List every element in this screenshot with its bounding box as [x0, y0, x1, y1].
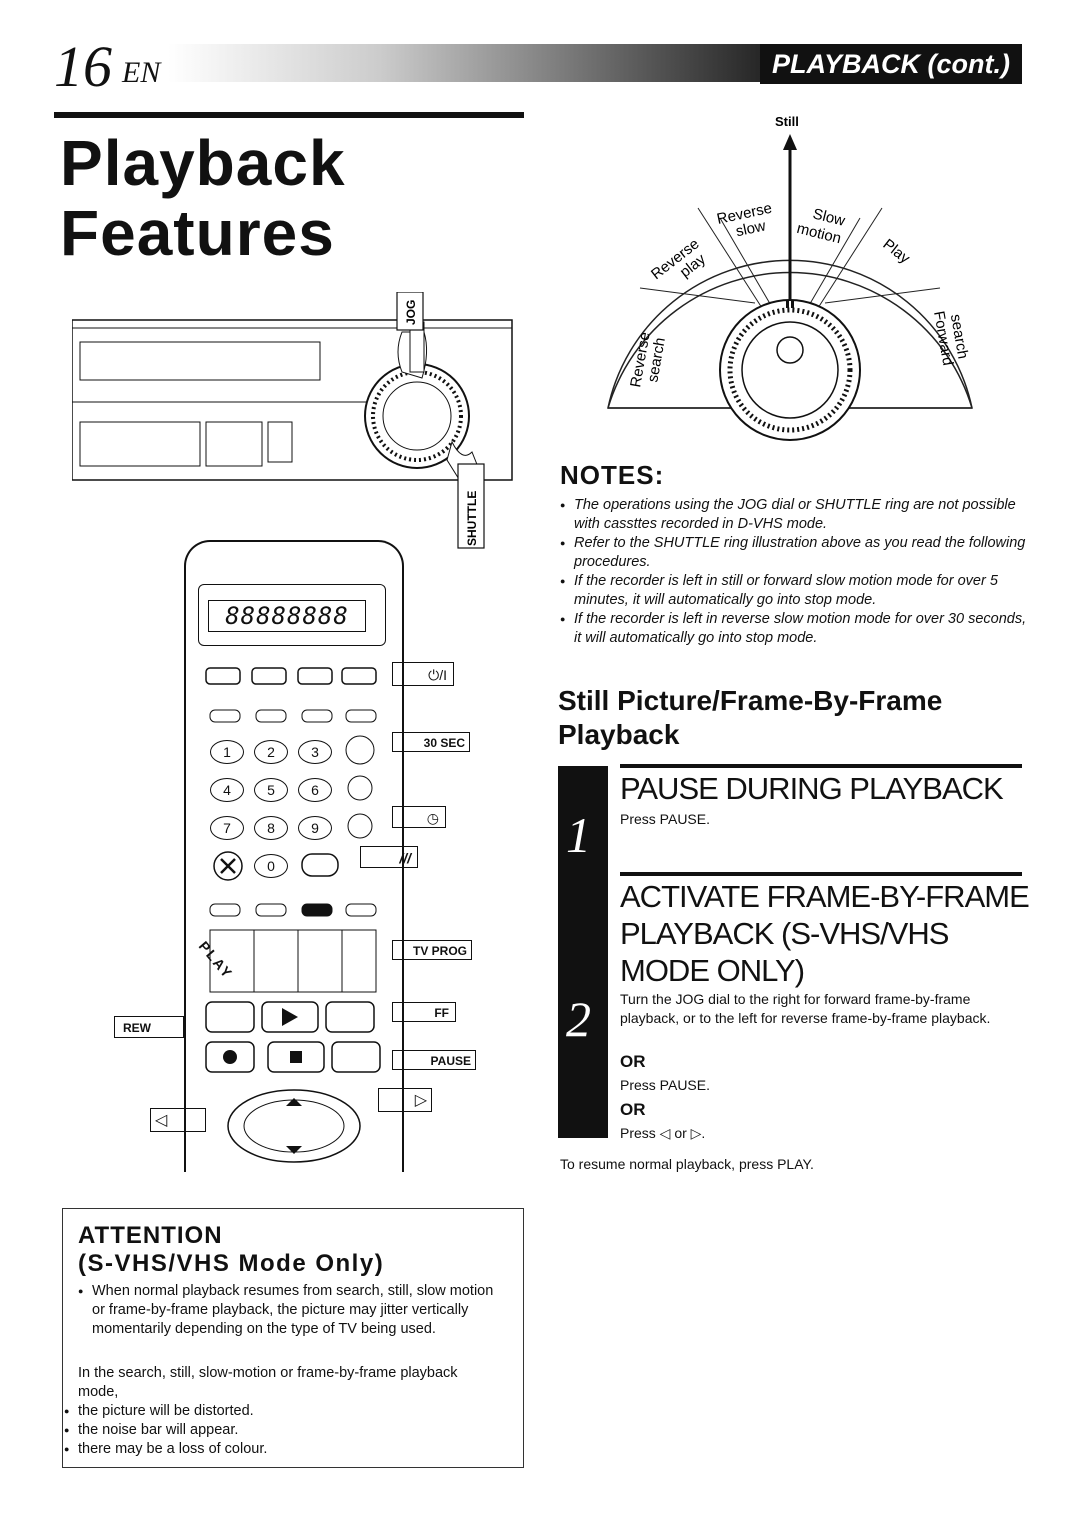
remote-button-art [205, 667, 381, 1163]
step-1-heading: PAUSE DURING PLAYBACK [620, 771, 1004, 806]
page-number: 16 [54, 34, 112, 99]
resume-text: To resume normal playback, press PLAY. [560, 1156, 814, 1172]
attention-effect-item: the noise bar will appear. [64, 1421, 504, 1440]
attention-list: When normal playback resumes from search… [78, 1282, 510, 1339]
note-item: The operations using the JOG dial or SHU… [560, 496, 1030, 534]
key-6[interactable]: 6 [298, 778, 332, 802]
key-1[interactable]: 1 [210, 740, 244, 764]
remote-display-frame [198, 584, 386, 646]
jog-label: JOG [404, 300, 418, 325]
notes-list: The operations using the JOG dial or SHU… [560, 496, 1030, 648]
attention-paragraph: In the search, still, slow-motion or fra… [78, 1365, 458, 1400]
or-label-1: OR [620, 1052, 646, 1071]
right-arrow-icon: ▷ [378, 1088, 432, 1112]
alt-2-text: Press ◁ or ▷. [620, 1125, 706, 1141]
number-keypad: 1 2 3 4 5 6 7 8 9 [206, 738, 336, 848]
key-2[interactable]: 2 [254, 740, 288, 764]
label-still: Still [775, 114, 799, 129]
step-2-heading-3: MODE ONLY) [620, 953, 805, 988]
alt-1-text: Press PAUSE. [620, 1077, 710, 1093]
step-1-number: 1 [566, 807, 591, 863]
note-item: If the recorder is left in still or forw… [560, 572, 1030, 610]
tv-prog-callout: TV PROG [392, 940, 472, 960]
or-label-2: OR [620, 1100, 646, 1119]
note-item: If the recorder is left in reverse slow … [560, 610, 1030, 648]
key-0[interactable]: 0 [254, 854, 288, 878]
attention-bullet: When normal playback resumes from search… [78, 1282, 510, 1339]
attention-subheading: (S-VHS/VHS Mode Only) [78, 1250, 385, 1277]
label-play: Play [880, 236, 914, 268]
attention-effect-item: there may be a loss of colour. [64, 1440, 504, 1459]
key-8[interactable]: 8 [254, 816, 288, 840]
section-header: PLAYBACK (cont.) [760, 44, 1022, 84]
key-3[interactable]: 3 [298, 740, 332, 764]
notes-heading: NOTES: [560, 460, 665, 490]
key-9[interactable]: 9 [298, 816, 332, 840]
30-sec-callout: 30 SEC [392, 732, 470, 752]
step-1-rule [620, 764, 1022, 768]
title-line-2: Features [60, 197, 335, 269]
power-callout: ⏻/I [392, 662, 454, 686]
attention-effect-item: the picture will be distorted. [64, 1402, 504, 1421]
remote-display: 88888888 [208, 600, 366, 632]
ff-callout: FF [392, 1002, 456, 1022]
clock-icon: ◷ [392, 806, 446, 828]
title-rule [54, 112, 524, 118]
step-2-heading-2: PLAYBACK (S-VHS/VHS [620, 916, 949, 951]
key-5[interactable]: 5 [254, 778, 288, 802]
step-2-rule [620, 872, 1022, 876]
rew-callout: REW [114, 1016, 184, 1038]
label-reverse-slow: Reverseslow [715, 200, 776, 244]
label-slow-motion: Slowmotion [795, 202, 847, 247]
step-2-heading-1: ACTIVATE FRAME-BY-FRAME [620, 879, 1030, 914]
vcr-front-illustration: JOG SHUTTLE [72, 292, 513, 549]
attention-box [62, 1208, 524, 1468]
pause-callout: PAUSE [392, 1050, 476, 1070]
step-sidebar [558, 766, 608, 1138]
shuttle-label: SHUTTLE [465, 491, 479, 546]
left-arrow-icon: ◁ [150, 1108, 206, 1132]
page-title: Playback Features [60, 128, 346, 268]
label-reverse-search: Reversesearch [627, 331, 669, 392]
shuttle-dial-diagram: Still Slowmotion Reverseslow Reverseplay… [607, 114, 973, 441]
subsection-heading: Still Picture/Frame-By-Frame Playback [558, 685, 943, 750]
note-item: Refer to the SHUTTLE ring illustration a… [560, 534, 1030, 572]
step-2-text: Turn the JOG dial to the right for forwa… [620, 991, 991, 1026]
step-2-number: 2 [566, 991, 591, 1047]
tracking-icon: /// [360, 846, 418, 868]
attention-heading: ATTENTION [78, 1222, 223, 1249]
header-gradient-bar [168, 44, 772, 82]
title-line-1: Playback [60, 127, 346, 199]
language-code: EN [122, 56, 161, 89]
step-1-text: Press PAUSE. [620, 811, 710, 827]
key-7[interactable]: 7 [210, 816, 244, 840]
key-4[interactable]: 4 [210, 778, 244, 802]
attention-effects-list: the picture will be distorted. the noise… [64, 1402, 504, 1459]
